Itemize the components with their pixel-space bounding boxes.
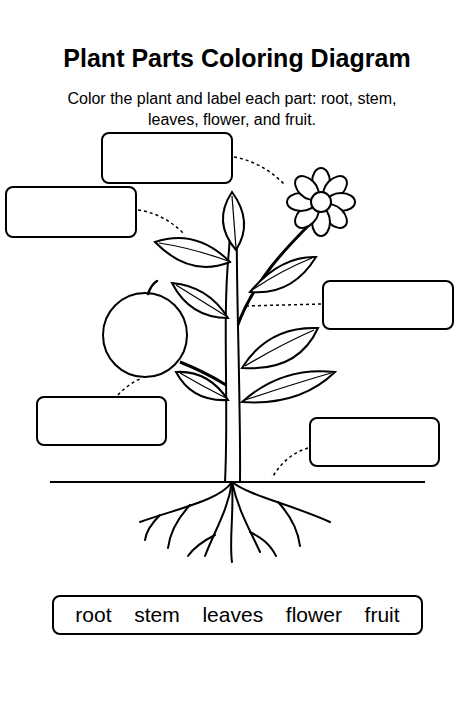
root-line (278, 502, 300, 546)
root-line (168, 505, 190, 548)
root-line (232, 482, 260, 552)
leaf (250, 257, 316, 292)
leaf (242, 371, 335, 402)
word-bank-word: leaves (202, 603, 263, 627)
fruit-body (103, 293, 187, 377)
leader-line (118, 378, 142, 395)
root-line (250, 532, 276, 556)
fruit (103, 281, 187, 377)
leader-line (272, 448, 308, 478)
leaf-vein (159, 243, 228, 261)
root-line (232, 482, 330, 522)
leaf (176, 372, 228, 400)
leaf-vein (176, 285, 226, 316)
word-bank-word: stem (134, 603, 180, 627)
flower (287, 168, 355, 236)
word-bank-word: root (75, 603, 111, 627)
instruction-text: Color the plant and label each part: roo… (52, 88, 412, 130)
leaves (155, 192, 335, 402)
root-line (140, 482, 232, 522)
empty-label-box (323, 281, 453, 329)
fruit-stalk (148, 281, 157, 294)
word-bank-box: root stem leaves flower fruit (52, 595, 423, 635)
empty-label-box (310, 418, 439, 466)
root-line (188, 535, 215, 556)
leaf (155, 238, 230, 267)
word-bank-word: flower (286, 603, 342, 627)
word-bank-word: fruit (365, 603, 400, 627)
root-line (231, 482, 232, 562)
leaf-veins (159, 196, 331, 400)
flower-center (311, 192, 331, 212)
root-line (145, 515, 160, 540)
empty-label-box (6, 187, 136, 237)
leaf-vein (180, 373, 226, 398)
leaf-vein (245, 330, 314, 366)
worksheet-title: Plant Parts Coloring Diagram (0, 44, 474, 73)
leaf-vein (245, 373, 331, 400)
leader-line (138, 210, 184, 234)
leaf (223, 192, 244, 250)
roots (140, 482, 330, 562)
leader-line (246, 304, 321, 306)
leaf-vein (252, 258, 312, 290)
empty-label-box (102, 133, 232, 183)
leader-line (234, 157, 284, 184)
leaf-vein (232, 196, 236, 248)
leaf (242, 328, 318, 368)
empty-label-box (37, 397, 166, 445)
